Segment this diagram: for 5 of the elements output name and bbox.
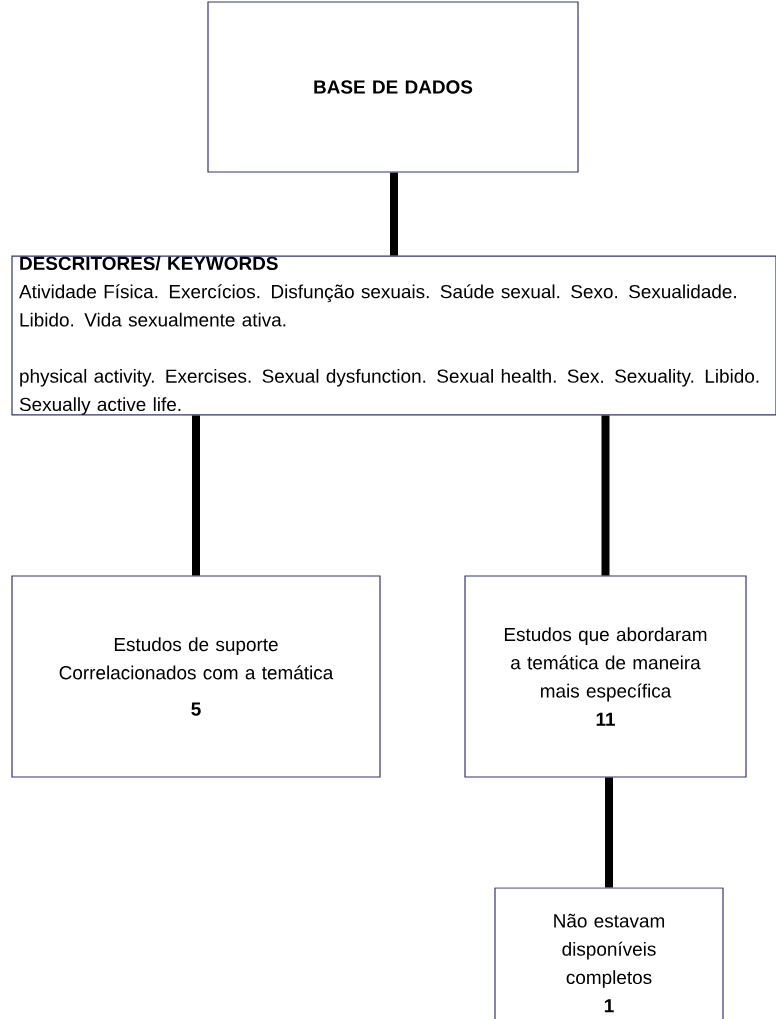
keywords-box: DESCRITORES/ KEYWORDS Atividade Física. Exercícios. Disfunção sexuais. Saúde sexual. Sexo. Sexualidade. Libido. Vida sexualmente ativa. physical activity. Exercises. Sexual dysfunction. Sexual health. Sex. Sexuality. Libido. Sexually active life. — [11, 255, 776, 416]
study-box: Estudos de suporte Correlacionados com a temática 5 — [11, 575, 381, 778]
study-box: Estudos que abordaram a temática de maneira mais específica 11 — [464, 575, 747, 778]
study-box: Não estavam disponíveis completos 1 — [494, 887, 724, 1019]
database-box: BASE DE DADOS — [207, 1, 579, 173]
